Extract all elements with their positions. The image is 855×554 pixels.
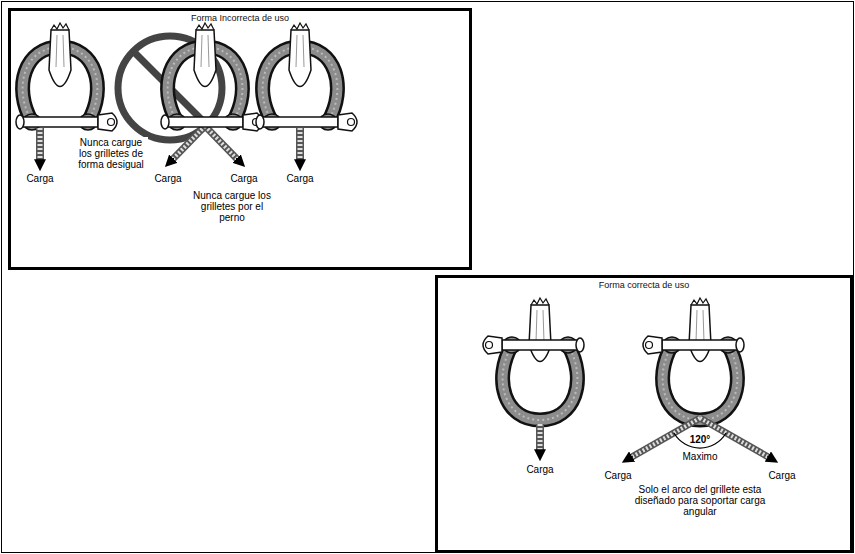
caption-label: 120°: [689, 434, 712, 445]
shackle-correct: [483, 298, 584, 454]
shackle-pin-loaded: [161, 23, 262, 162]
caption-label: Carga: [25, 173, 54, 184]
caption-label: Carga: [525, 464, 554, 475]
caption-label: Carga: [153, 173, 182, 184]
shackle-angular-correct: [628, 298, 772, 459]
caption-label: Maximo: [681, 451, 718, 462]
caption-label: Carga: [229, 173, 258, 184]
shackle-inverted: [256, 23, 357, 164]
panel-title: Forma correcta de uso: [438, 278, 850, 290]
caption-label: Carga: [767, 470, 796, 481]
caption-label: Solo el arco del grillete esta diseñado …: [634, 484, 766, 517]
angle-arc: [674, 433, 726, 448]
diagram-panel: Forma correcta de uso: [435, 275, 853, 553]
caption-label: Nunca cargue los grilletes por el perno: [192, 190, 272, 223]
caption-label: Nunca cargue los grilletes de forma desi…: [74, 137, 148, 170]
caption-label: Carga: [603, 470, 632, 481]
caption-label: Carga: [285, 173, 314, 184]
panel-title: Forma Incorrecta de uso: [11, 11, 469, 23]
